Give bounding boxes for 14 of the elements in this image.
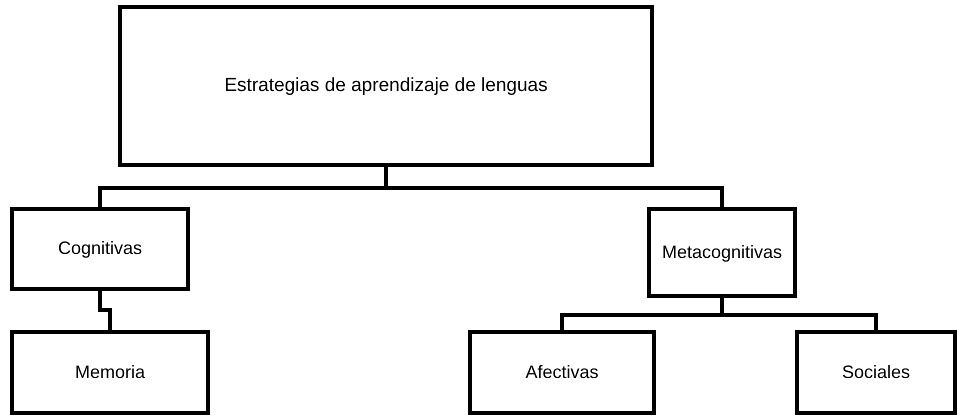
category-box xyxy=(10,207,190,291)
category-box xyxy=(647,207,797,298)
connector-line xyxy=(384,167,724,207)
category-box xyxy=(468,330,656,415)
box-label: Memoria xyxy=(74,362,145,384)
box-label: Estrategias de aprendizaje de lenguas xyxy=(224,74,548,98)
box-label: Cognitivas xyxy=(58,238,142,260)
box-label: Afectivas xyxy=(525,362,599,384)
category-box xyxy=(118,5,654,167)
connector-line xyxy=(98,291,112,330)
box-label: Metacognitivas xyxy=(662,242,782,264)
category-box xyxy=(795,330,957,415)
category-box xyxy=(10,330,210,415)
box-label: Sociales xyxy=(842,362,910,384)
